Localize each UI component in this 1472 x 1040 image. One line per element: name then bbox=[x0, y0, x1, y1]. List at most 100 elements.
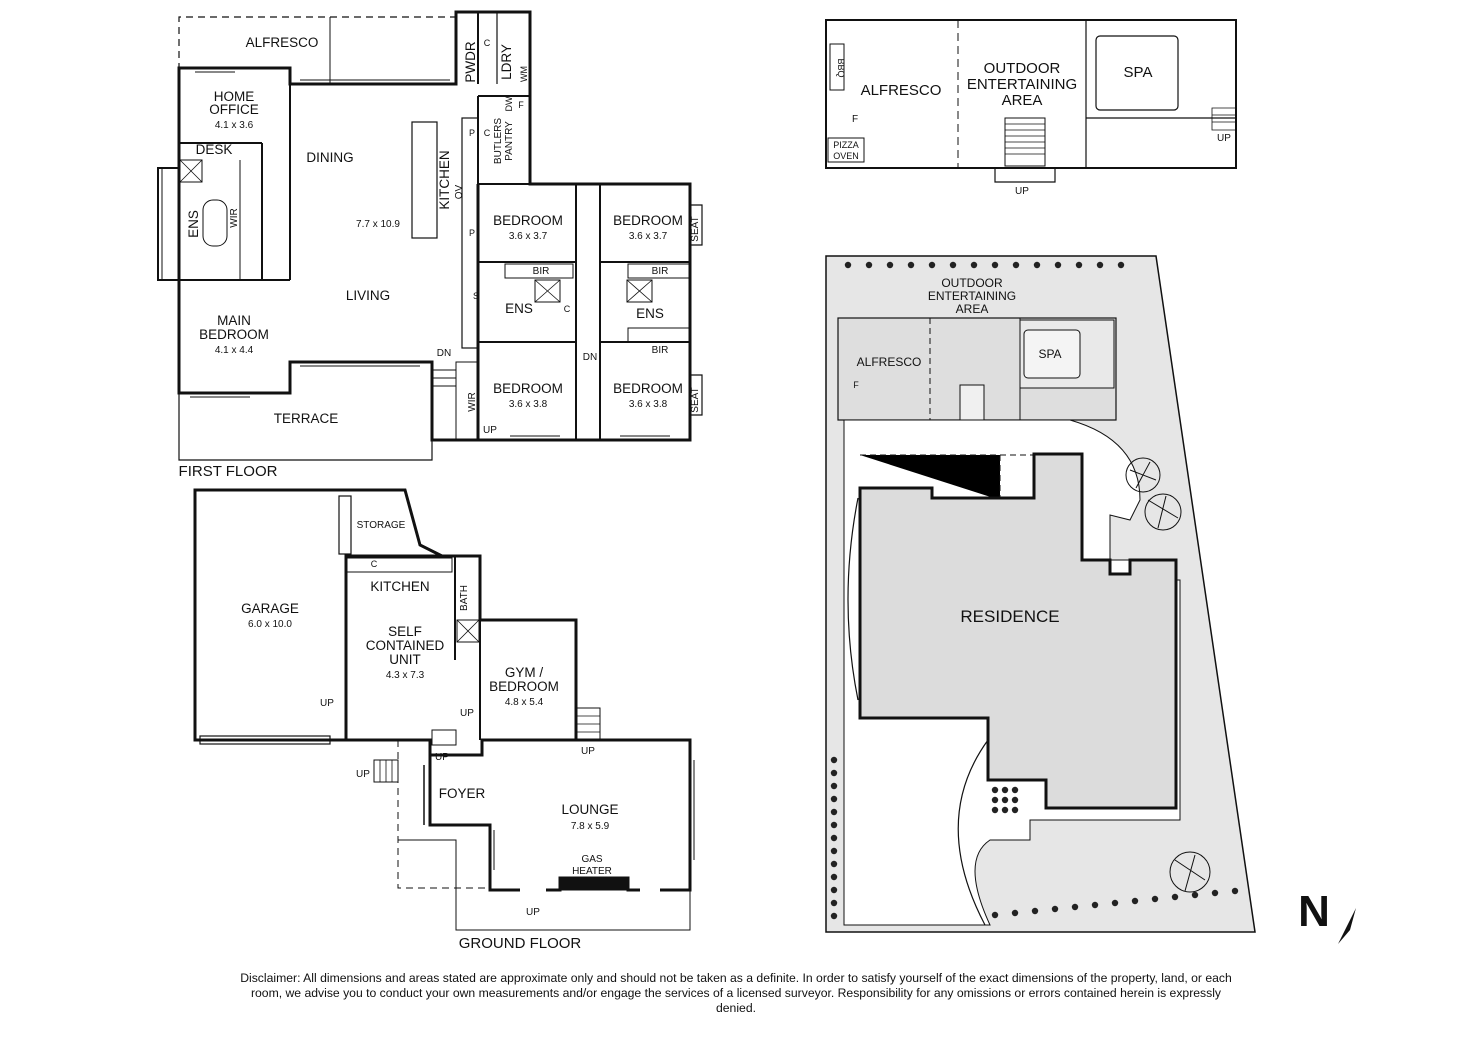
hedge-dot bbox=[928, 261, 936, 269]
label-f-pantry: F bbox=[518, 100, 524, 110]
hedge-dot bbox=[1001, 786, 1009, 794]
label-garage-dim: 6.0 x 10.0 bbox=[248, 619, 292, 630]
hedge-dot bbox=[1071, 903, 1079, 911]
label-gym: GYM / bbox=[505, 665, 544, 680]
label-self-contained: SELF bbox=[388, 624, 422, 639]
label-pizza: PIZZA bbox=[833, 140, 859, 150]
hedge-dot bbox=[907, 261, 915, 269]
hedge-dot bbox=[1001, 806, 1009, 814]
hedge-dot bbox=[886, 261, 894, 269]
label-entertaining-top: ENTERTAINING bbox=[967, 76, 1077, 93]
label-residence: RESIDENCE bbox=[960, 607, 1059, 626]
label-bir-2: BIR bbox=[652, 266, 669, 277]
hedge-dot bbox=[1111, 899, 1119, 907]
label-bedroom-2-dim: 3.6 x 3.7 bbox=[629, 231, 668, 242]
label-entertaining-site: ENTERTAINING bbox=[928, 289, 1016, 303]
label-desk: DESK bbox=[196, 142, 233, 157]
label-up-garage: UP bbox=[320, 698, 334, 709]
hedge-dot bbox=[830, 808, 838, 816]
label-seat-2: SEAT bbox=[690, 387, 701, 412]
hedge-dot bbox=[1031, 907, 1039, 915]
hedge-dot bbox=[830, 821, 838, 829]
label-f-bbq: F bbox=[852, 114, 858, 125]
label-wir-main: WIR bbox=[229, 208, 240, 227]
label-bir-3: BIR bbox=[652, 345, 669, 356]
hedge-dot bbox=[830, 834, 838, 842]
site-plan bbox=[825, 255, 1256, 933]
label-lounge: LOUNGE bbox=[561, 802, 618, 817]
label-main-bedroom-dim: 4.1 x 4.4 bbox=[215, 345, 254, 356]
hedge-dot bbox=[991, 786, 999, 794]
label-heater: HEATER bbox=[572, 866, 612, 877]
label-area-top: AREA bbox=[1002, 92, 1043, 109]
site-plan-hedges bbox=[830, 261, 1239, 920]
label-dn-1: DN bbox=[437, 348, 451, 359]
label-wir-2: WIR bbox=[467, 392, 478, 411]
hedge-dot bbox=[1231, 887, 1239, 895]
label-dn-2: DN bbox=[583, 352, 597, 363]
label-ldry: LDRY bbox=[499, 44, 514, 80]
label-up-side: UP bbox=[356, 769, 370, 780]
hedge-dot bbox=[830, 847, 838, 855]
label-alfresco-site: ALFRESCO bbox=[857, 355, 922, 369]
label-c-pantry: C bbox=[484, 128, 491, 138]
label-up-spa: UP bbox=[1217, 133, 1231, 144]
hedge-dot bbox=[1033, 261, 1041, 269]
hedge-dot bbox=[949, 261, 957, 269]
hedge-dot bbox=[830, 756, 838, 764]
label-seat-1: SEAT bbox=[690, 216, 701, 241]
hedge-dot bbox=[1117, 261, 1125, 269]
hedge-dot bbox=[970, 261, 978, 269]
first-floor-plan bbox=[157, 10, 703, 461]
label-alfresco-first: ALFRESCO bbox=[246, 35, 319, 50]
title-first-floor: FIRST FLOOR bbox=[179, 463, 278, 480]
label-alfresco-top: ALFRESCO bbox=[861, 82, 942, 99]
hedge-dot bbox=[830, 860, 838, 868]
label-living-dim: 7.7 x 10.9 bbox=[356, 219, 400, 230]
label-gas: GAS bbox=[581, 854, 602, 865]
label-up-first: UP bbox=[483, 425, 497, 436]
hedge-dot bbox=[1011, 786, 1019, 794]
hedge-dot bbox=[1054, 261, 1062, 269]
hedge-dot bbox=[1051, 905, 1059, 913]
hedge-dot bbox=[1191, 891, 1199, 899]
hedge-dot bbox=[1151, 895, 1159, 903]
ground-floor-labels: STORAGE GARAGE 6.0 x 10.0 C KITCHEN BATH… bbox=[241, 520, 618, 952]
hedge-dot bbox=[1011, 796, 1019, 804]
hedge-dot bbox=[830, 886, 838, 894]
hedge-dot bbox=[1075, 261, 1083, 269]
label-home-office-dim: 4.1 x 3.6 bbox=[215, 120, 254, 131]
hedge-dot bbox=[991, 261, 999, 269]
north-icon: N bbox=[1298, 887, 1330, 936]
label-ov: OV bbox=[454, 184, 465, 199]
label-bath: BATH bbox=[459, 585, 470, 611]
label-s: S bbox=[473, 291, 479, 301]
label-garage: GARAGE bbox=[241, 601, 299, 616]
label-spa-site: SPA bbox=[1038, 347, 1061, 361]
label-bedroom-3-dim: 3.6 x 3.8 bbox=[509, 399, 548, 410]
label-bedroom-3: BEDROOM bbox=[493, 381, 563, 396]
outdoor-area-labels: BBQ ALFRESCO F PIZZA OVEN OUTDOOR ENTERT… bbox=[833, 58, 1231, 197]
label-gym-dim: 4.8 x 5.4 bbox=[505, 697, 544, 708]
label-outdoor-site: OUTDOOR bbox=[941, 276, 1003, 290]
label-outdoor-top: OUTDOOR bbox=[984, 60, 1061, 77]
label-bedroom-4: BEDROOM bbox=[613, 381, 683, 396]
label-dining: DINING bbox=[306, 150, 353, 165]
hedge-dot bbox=[1091, 901, 1099, 909]
label-p-1: P bbox=[469, 128, 475, 138]
north-arrow: N bbox=[1298, 887, 1356, 944]
label-home-office: HOME bbox=[214, 89, 255, 104]
label-self-contained-3: UNIT bbox=[389, 652, 421, 667]
label-scu-dim: 4.3 x 7.3 bbox=[386, 670, 425, 681]
label-bir-1: BIR bbox=[533, 266, 550, 277]
hedge-dot bbox=[991, 796, 999, 804]
site-plan-labels: OUTDOOR ENTERTAINING AREA ALFRESCO F SPA… bbox=[853, 276, 1061, 626]
label-up-lounge: UP bbox=[526, 907, 540, 918]
label-up-foyer: UP bbox=[435, 752, 449, 763]
label-pwdr: PWDR bbox=[463, 41, 478, 82]
label-bedroom-2: BEDROOM bbox=[613, 213, 683, 228]
hedge-dot bbox=[865, 261, 873, 269]
hedge-dot bbox=[830, 912, 838, 920]
label-self-contained-2: CONTAINED bbox=[366, 638, 445, 653]
